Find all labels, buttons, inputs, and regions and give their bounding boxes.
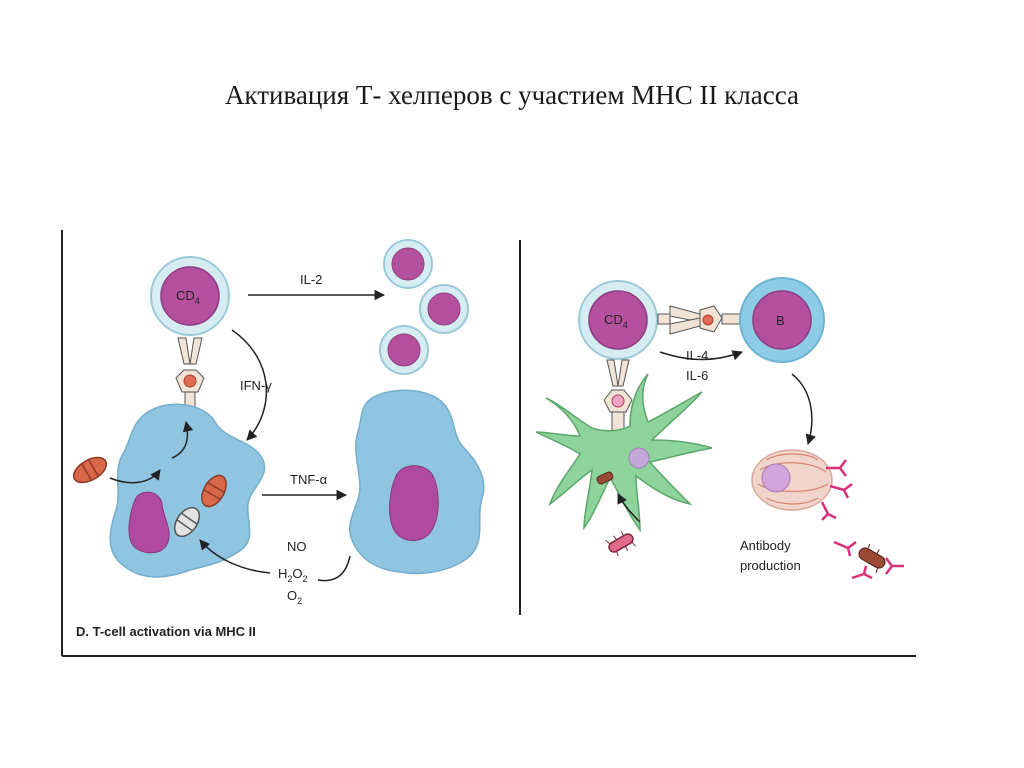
ifn-gamma-arrow bbox=[231, 329, 268, 441]
engulfed-bacterium-icon bbox=[596, 471, 614, 485]
antibody-icon bbox=[820, 501, 837, 521]
killed-bacterium-icon bbox=[173, 506, 201, 538]
proliferating-t-cell bbox=[379, 325, 429, 375]
macrophage-nucleus-left bbox=[128, 491, 170, 554]
il6-label: IL-6 bbox=[686, 368, 708, 383]
il2-label: IL-2 bbox=[300, 272, 322, 287]
no-label: NO bbox=[287, 539, 307, 554]
ifn-gamma-label: IFN-γ bbox=[240, 378, 272, 393]
dendritic-cell bbox=[535, 373, 713, 533]
b-cell-label: B bbox=[776, 313, 785, 328]
reactive-species-arrow bbox=[317, 555, 351, 582]
cd4-t-cell-left: CD4 bbox=[150, 256, 230, 336]
bacterium-icon bbox=[72, 456, 108, 484]
proliferating-t-cell bbox=[419, 284, 469, 334]
h2o2-label: H2O2 bbox=[278, 566, 308, 584]
tcr-mhc-complex-tb bbox=[657, 305, 743, 335]
il4-label: IL-4 bbox=[686, 348, 708, 363]
macrophage-nucleus-right bbox=[389, 465, 439, 541]
cd4-label-right: CD4 bbox=[604, 312, 628, 330]
opsonized-bacterium-icon bbox=[858, 543, 886, 574]
antibody-icon bbox=[833, 540, 857, 557]
plasma-cell bbox=[751, 449, 833, 511]
phagocytosis-arrow bbox=[617, 493, 641, 523]
bacterium-icon bbox=[201, 474, 227, 508]
presentation-arrow bbox=[171, 420, 194, 459]
dendritic-nucleus bbox=[628, 447, 650, 469]
proliferating-t-cell bbox=[383, 239, 433, 289]
slide-title: Активация Т- хелперов с участием МНС II … bbox=[224, 80, 800, 110]
killing-arrow bbox=[199, 539, 271, 574]
differentiation-arrow bbox=[791, 373, 816, 446]
panel-caption: D. T-cell activation via MHC II bbox=[76, 624, 256, 639]
cd4-t-cell-right: CD4 bbox=[578, 280, 658, 360]
o2-label: O2 bbox=[287, 588, 302, 606]
bacterium-icon bbox=[605, 531, 636, 557]
antibody-production-line1: Antibody bbox=[740, 538, 791, 553]
antibody-icon bbox=[851, 565, 873, 580]
cd4-label-left: CD4 bbox=[176, 288, 200, 306]
tnf-alpha-label: TNF-α bbox=[290, 472, 328, 487]
antibody-icon bbox=[885, 557, 904, 575]
antibody-icon bbox=[829, 483, 853, 499]
antibody-icon bbox=[826, 459, 847, 477]
tcr-mhc-complex-left bbox=[175, 337, 205, 409]
antibody-production-line2: production bbox=[740, 558, 801, 573]
il4-il6-arrow bbox=[659, 350, 743, 361]
tcr-mhc-complex-dc bbox=[603, 359, 633, 435]
uptake-arrow bbox=[109, 469, 161, 484]
b-cell: B bbox=[739, 277, 825, 363]
